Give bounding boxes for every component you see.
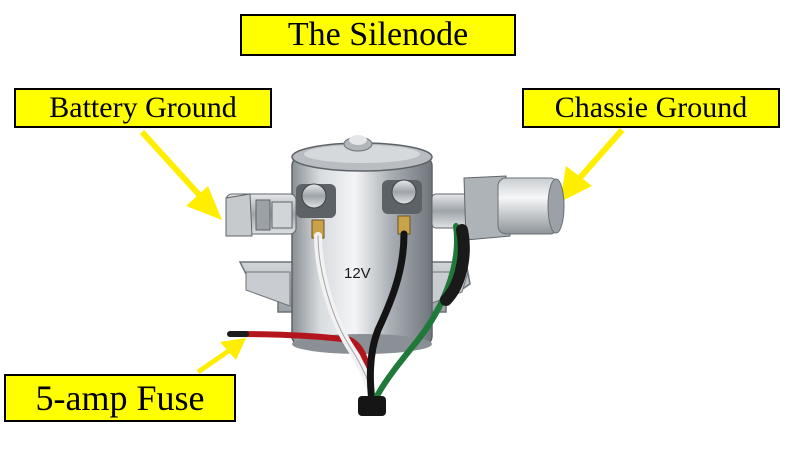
battery-ground-label: Battery Ground bbox=[14, 88, 272, 128]
chassis-ground-arrow bbox=[560, 128, 625, 202]
fuse-arrow bbox=[196, 338, 246, 375]
coil-terminal-right bbox=[382, 179, 422, 235]
page-title: The Silenode bbox=[240, 14, 516, 56]
wire-end-cap bbox=[358, 396, 386, 416]
black-wire bbox=[366, 230, 408, 406]
green-wire bbox=[373, 223, 460, 401]
chassis-ground-label: Chassie Ground bbox=[522, 88, 780, 128]
voltage-marking: 12V bbox=[344, 265, 371, 282]
battery-ground-terminal bbox=[225, 193, 297, 237]
chassis-ground-terminal bbox=[431, 175, 565, 241]
solenoid-body bbox=[291, 135, 433, 354]
battery-ground-arrow bbox=[139, 129, 222, 220]
heat-shrink-sleeve bbox=[440, 224, 470, 306]
wire-bundle bbox=[227, 223, 470, 406]
fuse-label: 5-amp Fuse bbox=[4, 374, 236, 422]
